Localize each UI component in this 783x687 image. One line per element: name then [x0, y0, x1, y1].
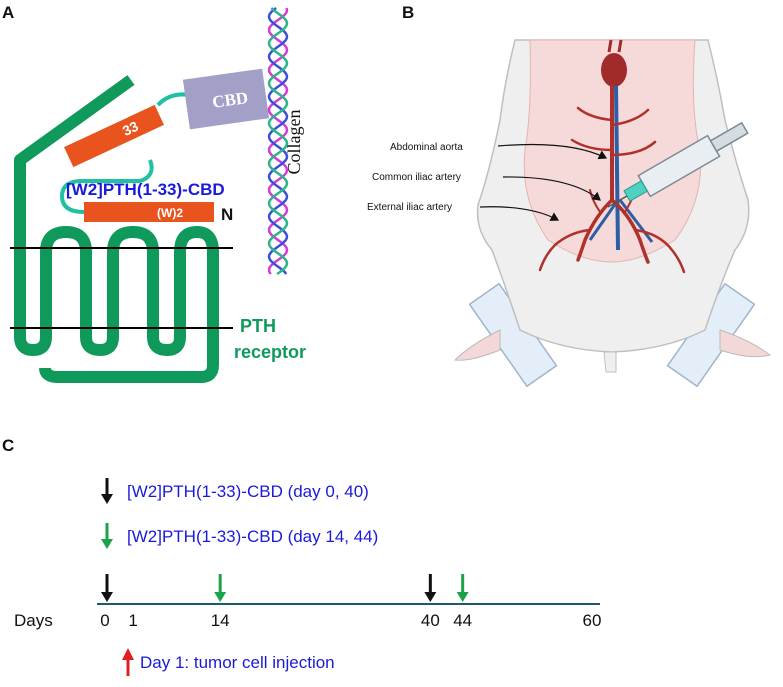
legend-text-0: [W2]PTH(1-33)-CBD (day 0, 40) [127, 482, 369, 501]
axis-label-days: Days [14, 611, 53, 630]
heart-vessels [607, 39, 623, 53]
tick-label-1: 1 [128, 611, 137, 630]
legend-arrow-1 [101, 523, 113, 549]
tick-label-14: 14 [211, 611, 230, 630]
tick-label-0: 0 [100, 611, 109, 630]
panel-a-letter: A [2, 3, 14, 22]
collagen-strand-1 [267, 7, 289, 275]
label-abdominal-aorta: Abdominal aorta [390, 142, 463, 153]
legend-arrows [101, 478, 113, 549]
heart [601, 53, 627, 87]
receptor-label-line2: receptor [234, 342, 306, 362]
pointer-abdominal-aorta [497, 143, 608, 160]
label-common-iliac: Common iliac artery [372, 172, 461, 183]
legend-text-1: [W2]PTH(1-33)-CBD (day 14, 44) [127, 527, 378, 546]
external-iliac-left [538, 228, 592, 272]
legend-arrow-0 [101, 478, 113, 504]
cbd-domain: CBD [182, 68, 270, 130]
tumor-injection-arrow [122, 648, 134, 676]
helix-33-body [64, 104, 164, 168]
panel-c-letter: C [2, 436, 14, 455]
tumor-note: Day 1: tumor cell injection [140, 653, 335, 672]
helix-w2 [84, 202, 214, 222]
helix-w2-label: (W)2 [157, 206, 183, 220]
iliac-veins [588, 199, 654, 243]
syringe-needle [607, 195, 628, 208]
pointer-external-iliac [479, 206, 560, 221]
paw-right [719, 329, 772, 358]
syringe-plunger [709, 121, 749, 153]
arterial-tree [538, 84, 686, 274]
label-external-iliac: External iliac artery [367, 202, 452, 213]
pointer-common-iliac [502, 176, 601, 201]
panel-c: C [W2]PTH(1-33)-CBD (day 0, 40) [W2]PTH(… [2, 436, 601, 676]
injection-arrow-day-0 [101, 574, 113, 602]
external-iliac-right [634, 228, 686, 274]
panel-b-letter: B [402, 3, 414, 22]
tick-label-40: 40 [421, 611, 440, 630]
aortic-branches [570, 106, 657, 157]
vena-cava [614, 85, 620, 251]
peptide-label: [W2]PTH(1-33)-CBD [66, 180, 225, 199]
cbd-body [182, 68, 270, 130]
common-iliac-left [576, 198, 614, 262]
panel-a: A 33 CBD (W)2 N [W2]PTH(1-33)-CBD Collag… [2, 3, 306, 383]
helix-33-label: 33 [120, 118, 141, 139]
collagen-helix [267, 7, 289, 276]
common-iliac-right [610, 198, 650, 264]
collagen-strand-3 [267, 7, 289, 276]
n-terminus-label: N [221, 205, 233, 224]
injection-arrows [101, 574, 469, 602]
receptor-label-line1: PTH [240, 316, 276, 336]
paw-left [453, 329, 501, 361]
collagen-label: Collagen [284, 110, 304, 175]
tick-label-44: 44 [453, 611, 472, 630]
syringe [607, 121, 749, 208]
cbd-label: CBD [211, 88, 249, 112]
tick-label-60: 60 [583, 611, 602, 630]
injection-arrow-day-44 [456, 574, 469, 602]
peptide-linker-lower [59, 159, 154, 214]
helix-33: 33 [64, 104, 164, 168]
injection-arrow-day-40 [424, 574, 437, 602]
injection-arrow-day-14 [214, 574, 227, 602]
mouse-tail [603, 351, 617, 373]
panel-b: B [367, 3, 772, 388]
